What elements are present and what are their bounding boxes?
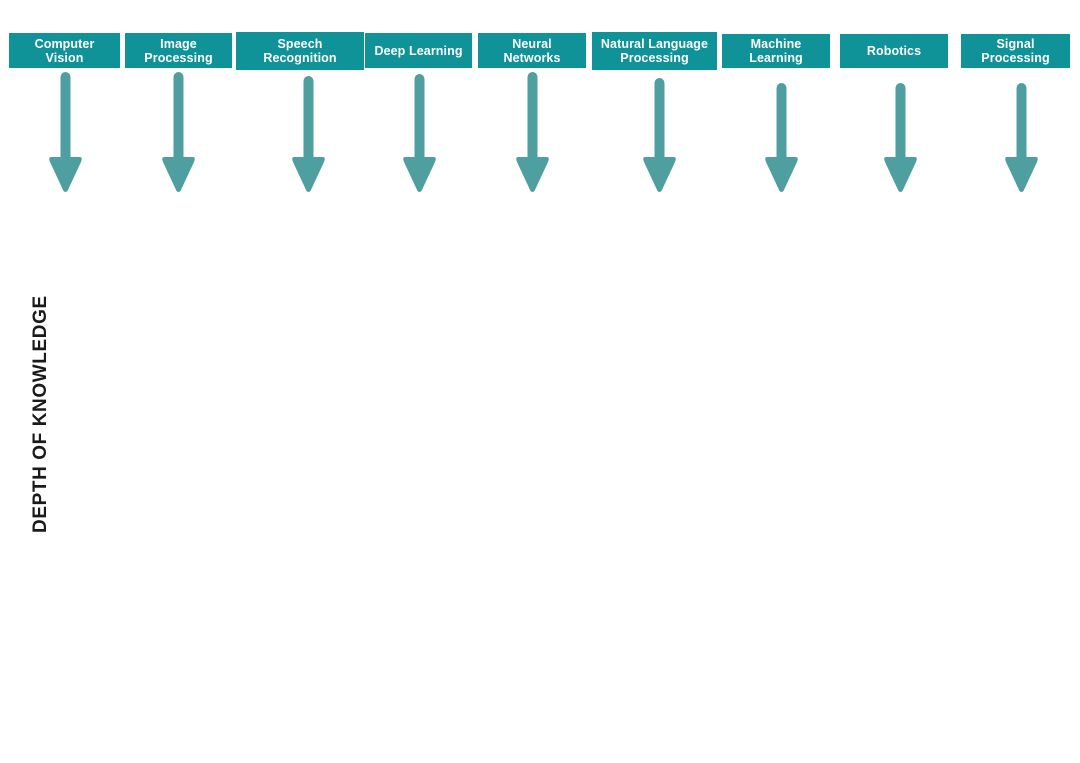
arrow-shaft	[527, 72, 537, 161]
down-arrow-machine-learning	[764, 83, 798, 192]
down-arrow-signal-processing	[1004, 83, 1038, 192]
topic-box-label: Deep Learning	[374, 43, 463, 58]
topic-box-label: Robotics	[866, 44, 922, 58]
topic-box-signal-processing[interactable]: Signal Processing	[961, 34, 1070, 68]
arrow-shaft	[1016, 83, 1026, 161]
topic-box-robotics[interactable]: Robotics	[840, 34, 948, 68]
topic-box-image-processing[interactable]: Image Processing	[125, 33, 232, 68]
arrow-head	[883, 157, 917, 192]
topic-box-label: Speech Recognition	[263, 37, 337, 65]
arrow-head	[764, 157, 798, 192]
arrow-head	[291, 157, 325, 192]
arrow-shaft	[414, 74, 424, 161]
topic-box-deep-learning[interactable]: Deep Learning	[365, 33, 472, 68]
arrow-head	[402, 157, 436, 192]
depth-of-knowledge-axis-label: DEPTH OF KNOWLEDGE	[30, 295, 51, 533]
topic-box-neural-networks[interactable]: Neural Networks	[478, 33, 586, 68]
arrow-head	[515, 157, 549, 192]
topic-box-label: Natural Language Processing	[600, 37, 709, 65]
down-arrow-natural-language-processing	[642, 78, 676, 192]
topic-box-computer-vision[interactable]: Computer Vision	[9, 33, 120, 68]
topic-box-label: Neural Networks	[503, 36, 561, 65]
topic-box-label: Machine Learning	[749, 37, 803, 65]
topic-box-label: Image Processing	[144, 36, 213, 65]
arrow-shaft	[895, 83, 905, 161]
arrow-shaft	[60, 72, 70, 161]
arrow-shaft	[654, 78, 664, 161]
topic-box-speech-recognition[interactable]: Speech Recognition	[236, 32, 364, 70]
down-arrow-speech-recognition	[291, 76, 325, 192]
down-arrow-image-processing	[161, 72, 195, 192]
topic-box-label: Computer Vision	[34, 36, 95, 65]
arrow-head	[642, 157, 676, 192]
arrow-shaft	[173, 72, 183, 161]
topic-box-machine-learning[interactable]: Machine Learning	[722, 34, 830, 68]
arrow-head	[48, 157, 82, 192]
arrow-shaft	[303, 76, 313, 161]
arrow-head	[161, 157, 195, 192]
down-arrow-neural-networks	[515, 72, 549, 192]
topic-box-natural-language-processing[interactable]: Natural Language Processing	[592, 32, 717, 70]
down-arrow-robotics	[883, 83, 917, 192]
topic-box-label: Signal Processing	[981, 37, 1050, 65]
down-arrow-computer-vision	[48, 72, 82, 192]
arrow-head	[1004, 157, 1038, 192]
arrow-shaft	[776, 83, 786, 161]
down-arrow-deep-learning	[402, 74, 436, 192]
